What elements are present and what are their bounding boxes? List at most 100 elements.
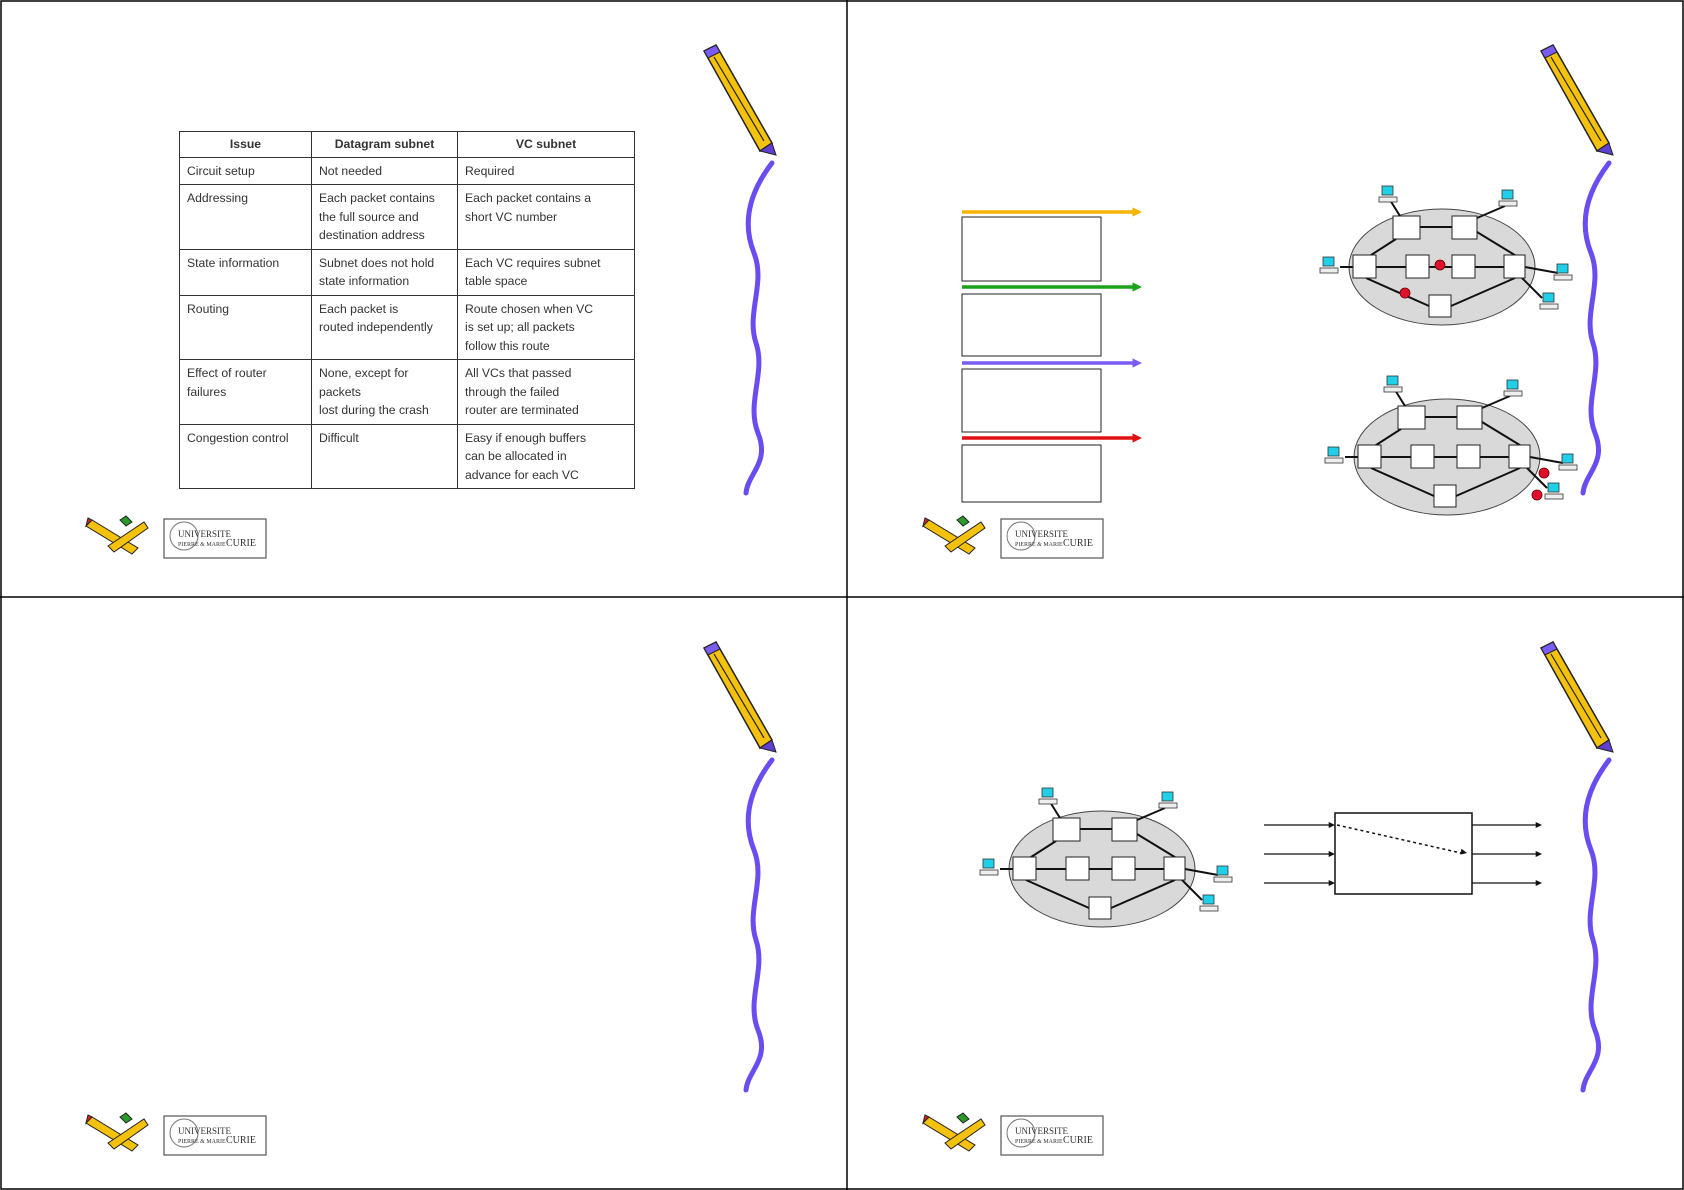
subnet-diagram [1319, 185, 1573, 326]
text-box [961, 293, 1102, 357]
monitor [1506, 379, 1519, 390]
router-node [1405, 254, 1430, 279]
pencil-eraser [1540, 641, 1558, 656]
keyboard [1383, 386, 1403, 393]
table-header-row: Issue Datagram subnet VC subnet [179, 131, 635, 158]
crossed-pencils-icon [85, 1112, 149, 1152]
keyboard [1503, 390, 1523, 397]
cell-issue: State information [179, 248, 312, 296]
logo-text: CURIE [1063, 1135, 1093, 1146]
cell-text: Addressing [187, 191, 248, 205]
link [1524, 266, 1559, 274]
decorative-wave [1580, 757, 1612, 1093]
keyboard [1158, 802, 1178, 809]
keyboard [1324, 457, 1344, 464]
internal-path-arrow [1336, 824, 1462, 854]
pencil-stripe [1550, 56, 1602, 142]
link [1184, 868, 1219, 876]
link [1365, 277, 1430, 307]
monitor [1556, 263, 1569, 274]
arrowhead [1535, 879, 1542, 887]
link [1181, 879, 1203, 901]
comparison-table: Issue Datagram subnet VC subnet Circuit … [179, 131, 635, 489]
arrowhead [1328, 850, 1335, 858]
pencil-body [1539, 641, 1610, 750]
computer-icon [1158, 791, 1178, 809]
arrowhead [1328, 879, 1335, 887]
pencil-a [922, 1116, 976, 1152]
decorative-wave [743, 757, 775, 1093]
router-box [1334, 812, 1473, 895]
router-node [1456, 444, 1481, 469]
logo-text: PIERRE & MARIE [1015, 542, 1063, 548]
keyboard [1553, 274, 1573, 281]
pencil-a-tip [922, 517, 930, 528]
arrowhead [1132, 282, 1142, 292]
cell-text: Required [465, 163, 515, 178]
cell-vc: Each packet contains a short VC number [457, 184, 635, 250]
cell-text: Difficult [319, 430, 359, 445]
logo-text: UNIVERSITE [1015, 1126, 1068, 1136]
computer-icon [1558, 453, 1578, 471]
cell-text: Each packet contains the full source and… [319, 191, 435, 242]
pencil-a [85, 1116, 139, 1152]
router-node [1433, 484, 1457, 508]
arrowhead [1328, 821, 1335, 829]
monitor [1547, 482, 1560, 493]
cell-datagram: Subnet does not hold state information [311, 248, 458, 296]
logo-text: CURIE [226, 1135, 256, 1146]
monitor [1381, 185, 1394, 196]
pencil-a-tip [85, 1114, 93, 1125]
link [1526, 467, 1548, 489]
cell-text: Routing [187, 301, 230, 316]
link [1367, 238, 1397, 258]
header-datagram: Datagram subnet [311, 131, 458, 158]
crossed-pencils-icon [922, 515, 986, 555]
computer-icon [1199, 894, 1219, 912]
cell-vc: All VCs that passed through the failed r… [457, 359, 635, 425]
keyboard [1199, 905, 1219, 912]
monitor [1542, 292, 1555, 303]
link [1049, 801, 1061, 819]
header-issue: Issue [179, 131, 312, 158]
link [1110, 879, 1176, 909]
logo-frame [1000, 518, 1104, 559]
link [1476, 205, 1506, 219]
logo-circle [1006, 1118, 1036, 1148]
router-node [1456, 405, 1483, 430]
cell-text: Circuit setup [187, 163, 255, 178]
router-node [1397, 405, 1426, 430]
cell-vc: Each VC requires subnet table space [457, 248, 635, 296]
logo-circle [169, 1118, 199, 1148]
cell-issue: Addressing [179, 184, 312, 250]
monitor [1327, 446, 1340, 457]
cell-issue: Congestion control [179, 423, 312, 489]
cell-issue: Routing [179, 294, 312, 360]
decorative-wave [1580, 160, 1612, 496]
failure-point [1434, 259, 1446, 271]
monitor [1041, 787, 1054, 798]
cell-datagram: Not needed [311, 156, 458, 185]
logo-text: PIERRE & MARIE [178, 1139, 226, 1145]
subnet-diagram [979, 787, 1233, 928]
table-row: Circuit setup Not needed Required [179, 156, 635, 185]
router-node [1352, 254, 1377, 279]
computer-icon [1503, 379, 1523, 397]
cell-text: Effect of router failures [187, 366, 267, 399]
arrowhead [1132, 433, 1142, 443]
pencil-a [922, 519, 976, 555]
failure-point [1538, 467, 1550, 479]
logo-frame [1000, 1115, 1104, 1156]
monitor [982, 858, 995, 869]
cell-text: Subnet does not hold state information [319, 255, 435, 289]
link [1389, 199, 1401, 217]
keyboard [1558, 464, 1578, 471]
text-box [961, 368, 1102, 433]
logo-circle [1006, 521, 1036, 551]
